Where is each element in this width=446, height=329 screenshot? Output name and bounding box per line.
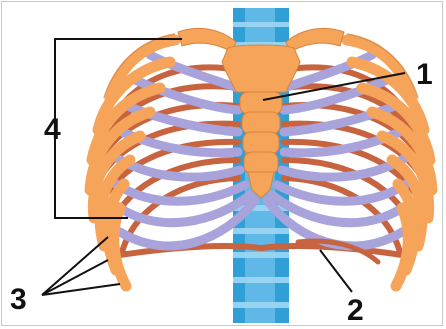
label-2: 2 (347, 294, 364, 327)
label-4: 4 (44, 113, 61, 146)
label-1: 1 (416, 58, 433, 91)
label-3: 3 (10, 283, 27, 316)
pointer-2 (320, 250, 352, 292)
